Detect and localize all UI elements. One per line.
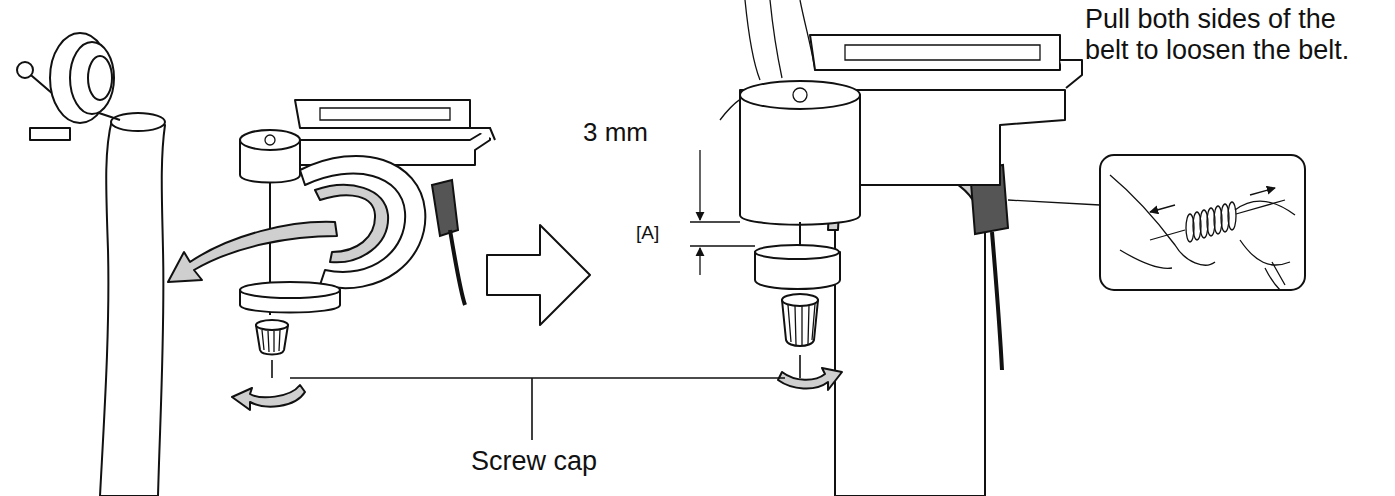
dimension-lines bbox=[690, 222, 755, 246]
dimension-lines bbox=[699, 248, 700, 275]
inset-detail bbox=[1008, 155, 1305, 290]
clamp-belt-left bbox=[450, 230, 465, 305]
mount-right bbox=[793, 88, 807, 102]
dimension-callout: [A] bbox=[636, 222, 659, 244]
instruction-note: Pull both sides of the belt to loosen th… bbox=[1085, 4, 1355, 66]
rotate-arrow-left bbox=[232, 385, 305, 410]
handlebar-left bbox=[100, 120, 165, 496]
inset-detail bbox=[1150, 205, 1175, 212]
screw-cap-left bbox=[256, 320, 288, 330]
mount-left bbox=[470, 128, 495, 140]
inset-detail bbox=[1110, 175, 1215, 268]
mount-right bbox=[810, 35, 1060, 70]
bell bbox=[30, 128, 70, 140]
inset-detail bbox=[1008, 200, 1100, 205]
mount-left bbox=[320, 108, 450, 120]
mount-left bbox=[240, 130, 300, 150]
leader-line bbox=[272, 355, 800, 440]
inset-detail bbox=[1250, 188, 1275, 195]
dimension-value: 3 mm bbox=[583, 118, 648, 148]
bell bbox=[88, 56, 112, 100]
bell bbox=[17, 33, 120, 140]
mount-motion-arrow bbox=[168, 222, 337, 282]
belt-spring bbox=[1150, 200, 1285, 242]
belt-spring bbox=[1228, 202, 1236, 230]
nut-right bbox=[755, 245, 839, 259]
screw-cap-right bbox=[788, 304, 815, 345]
step-arrow bbox=[487, 225, 590, 325]
rotate-arrow-right bbox=[778, 368, 842, 390]
part-name: Screw cap bbox=[471, 446, 597, 477]
nut-left bbox=[240, 282, 340, 298]
step-arrow bbox=[487, 225, 590, 325]
rotate-arrow-left bbox=[232, 385, 305, 410]
mount-right bbox=[740, 95, 860, 225]
screw-cap-right bbox=[782, 294, 818, 346]
inset-detail bbox=[1235, 201, 1295, 290]
bell bbox=[70, 42, 114, 114]
dimension-lines bbox=[699, 150, 700, 220]
handlebar-left bbox=[100, 113, 165, 496]
mount-right bbox=[740, 35, 1082, 225]
bell bbox=[17, 62, 33, 78]
nut-left bbox=[240, 282, 340, 313]
belt-spring bbox=[1150, 200, 1285, 240]
handlebar-left bbox=[111, 113, 165, 131]
mount-left bbox=[265, 135, 275, 145]
mount-motion-arrow bbox=[168, 222, 337, 282]
rotate-arrow-right bbox=[778, 368, 842, 390]
nut-right bbox=[755, 245, 840, 289]
mount-right bbox=[1060, 60, 1082, 88]
inset-detail bbox=[1100, 155, 1305, 290]
dimension-lines bbox=[690, 150, 755, 275]
screw-cap-left bbox=[256, 320, 288, 355]
screw-cap-left bbox=[262, 330, 280, 352]
mount-right bbox=[740, 81, 860, 109]
clamp-belt-right bbox=[992, 232, 1002, 370]
screw-cap-right bbox=[782, 294, 818, 306]
clamp-belt-left bbox=[432, 180, 458, 236]
mount-left bbox=[295, 100, 470, 128]
mount-right bbox=[845, 45, 1040, 60]
leader-line bbox=[272, 355, 800, 440]
